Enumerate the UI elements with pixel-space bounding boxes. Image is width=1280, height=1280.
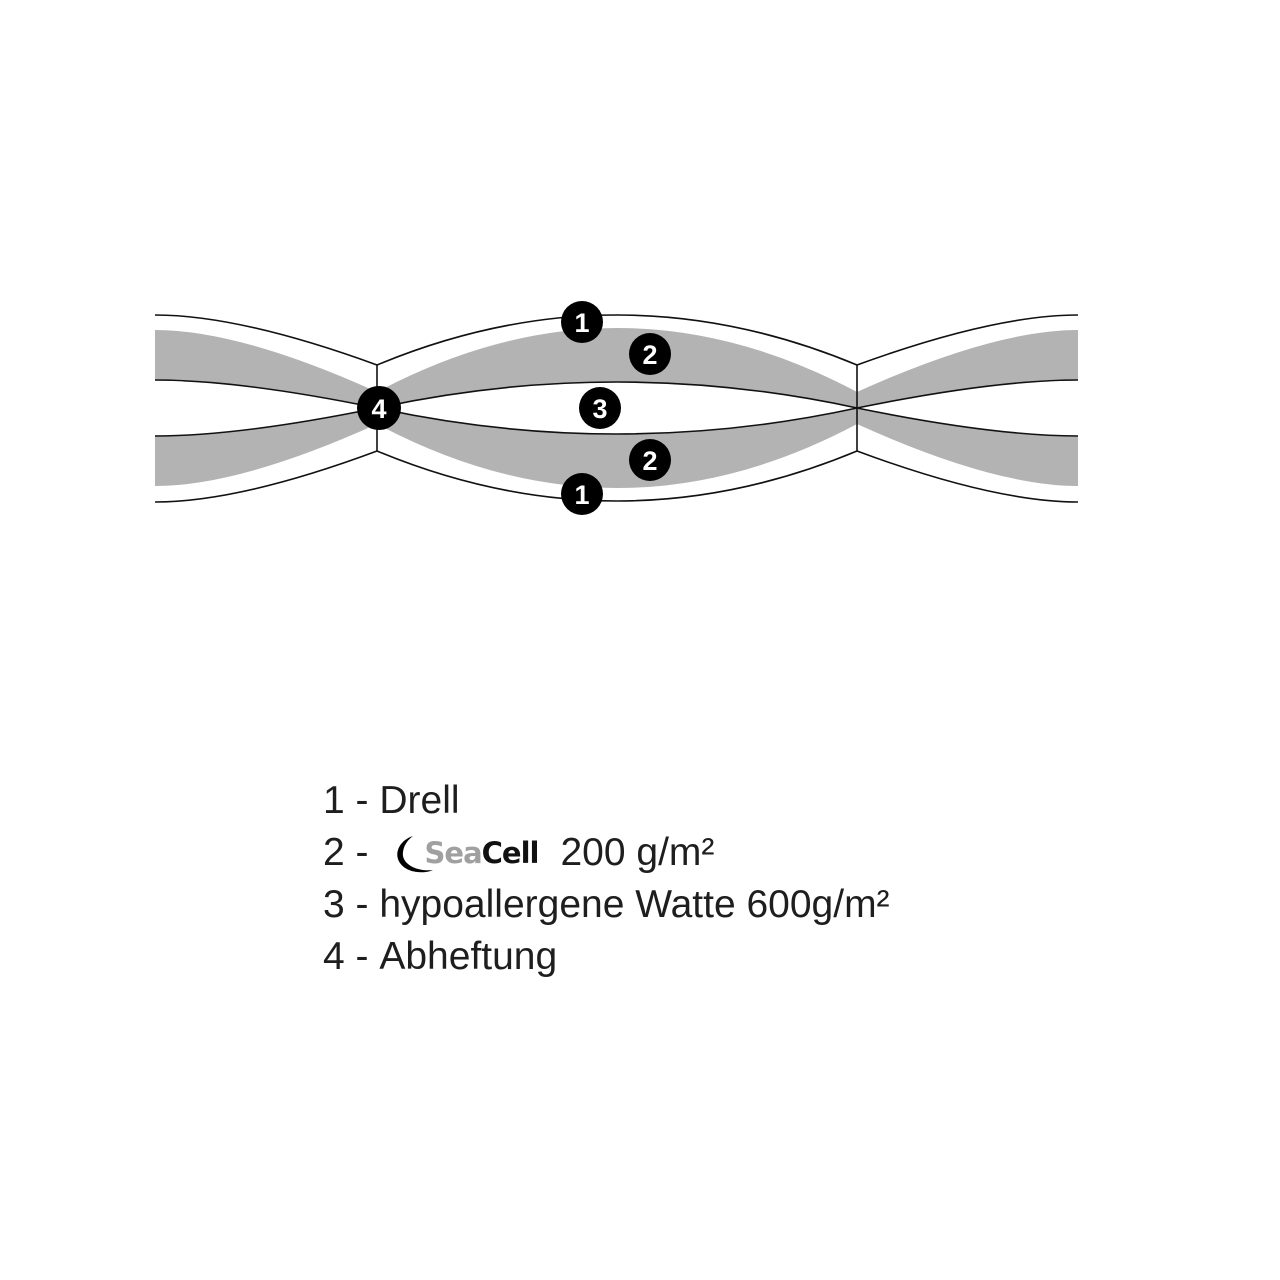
marker-seacell-bottom: 2 [629,439,671,481]
seacell-layer-top-left [155,330,377,408]
inner-top-line [154,379,1079,409]
legend-text: Abheftung [379,935,558,978]
legend-text: 200 g/m² [560,831,715,874]
seacell-layer-bottom-left [155,408,377,486]
legend-number: 4 - [323,935,369,978]
marker-label: 1 [574,308,589,338]
seacell-layer-top-right [857,330,1078,408]
legend-text: hypoallergene Watte 600g/m² [379,883,890,926]
crescent-moon-icon [396,836,433,873]
legend-item-1: 1 - Drell [323,775,890,827]
legend-number: 3 - [323,883,369,926]
marker-drell-top: 1 [561,301,603,343]
drell-bottom-line [154,450,1079,503]
inner-bottom-line [154,407,1079,437]
marker-abheftung: 4 [357,386,401,430]
marker-label: 1 [574,480,589,510]
legend-text: Drell [379,779,460,822]
seacell-layer-bottom-right [857,408,1078,486]
logo-cell: Cell [481,836,540,870]
marker-watte: 3 [579,387,621,429]
marker-seacell-top: 2 [629,333,671,375]
outline-lines [154,314,1079,503]
marker-label: 2 [642,446,657,476]
drell-top-line [154,314,1079,366]
marker-label: 2 [642,340,657,370]
legend-number: 1 - [323,779,369,822]
marker-label: 3 [592,394,607,424]
legend-number: 2 - [323,831,369,874]
legend-item-3: 3 - hypoallergene Watte 600g/m² [323,879,890,931]
marker-drell-bottom: 1 [561,473,603,515]
logo-sea: Sea [424,836,483,870]
legend-item-4: 4 - Abheftung [323,931,890,983]
marker-label: 4 [371,394,386,424]
